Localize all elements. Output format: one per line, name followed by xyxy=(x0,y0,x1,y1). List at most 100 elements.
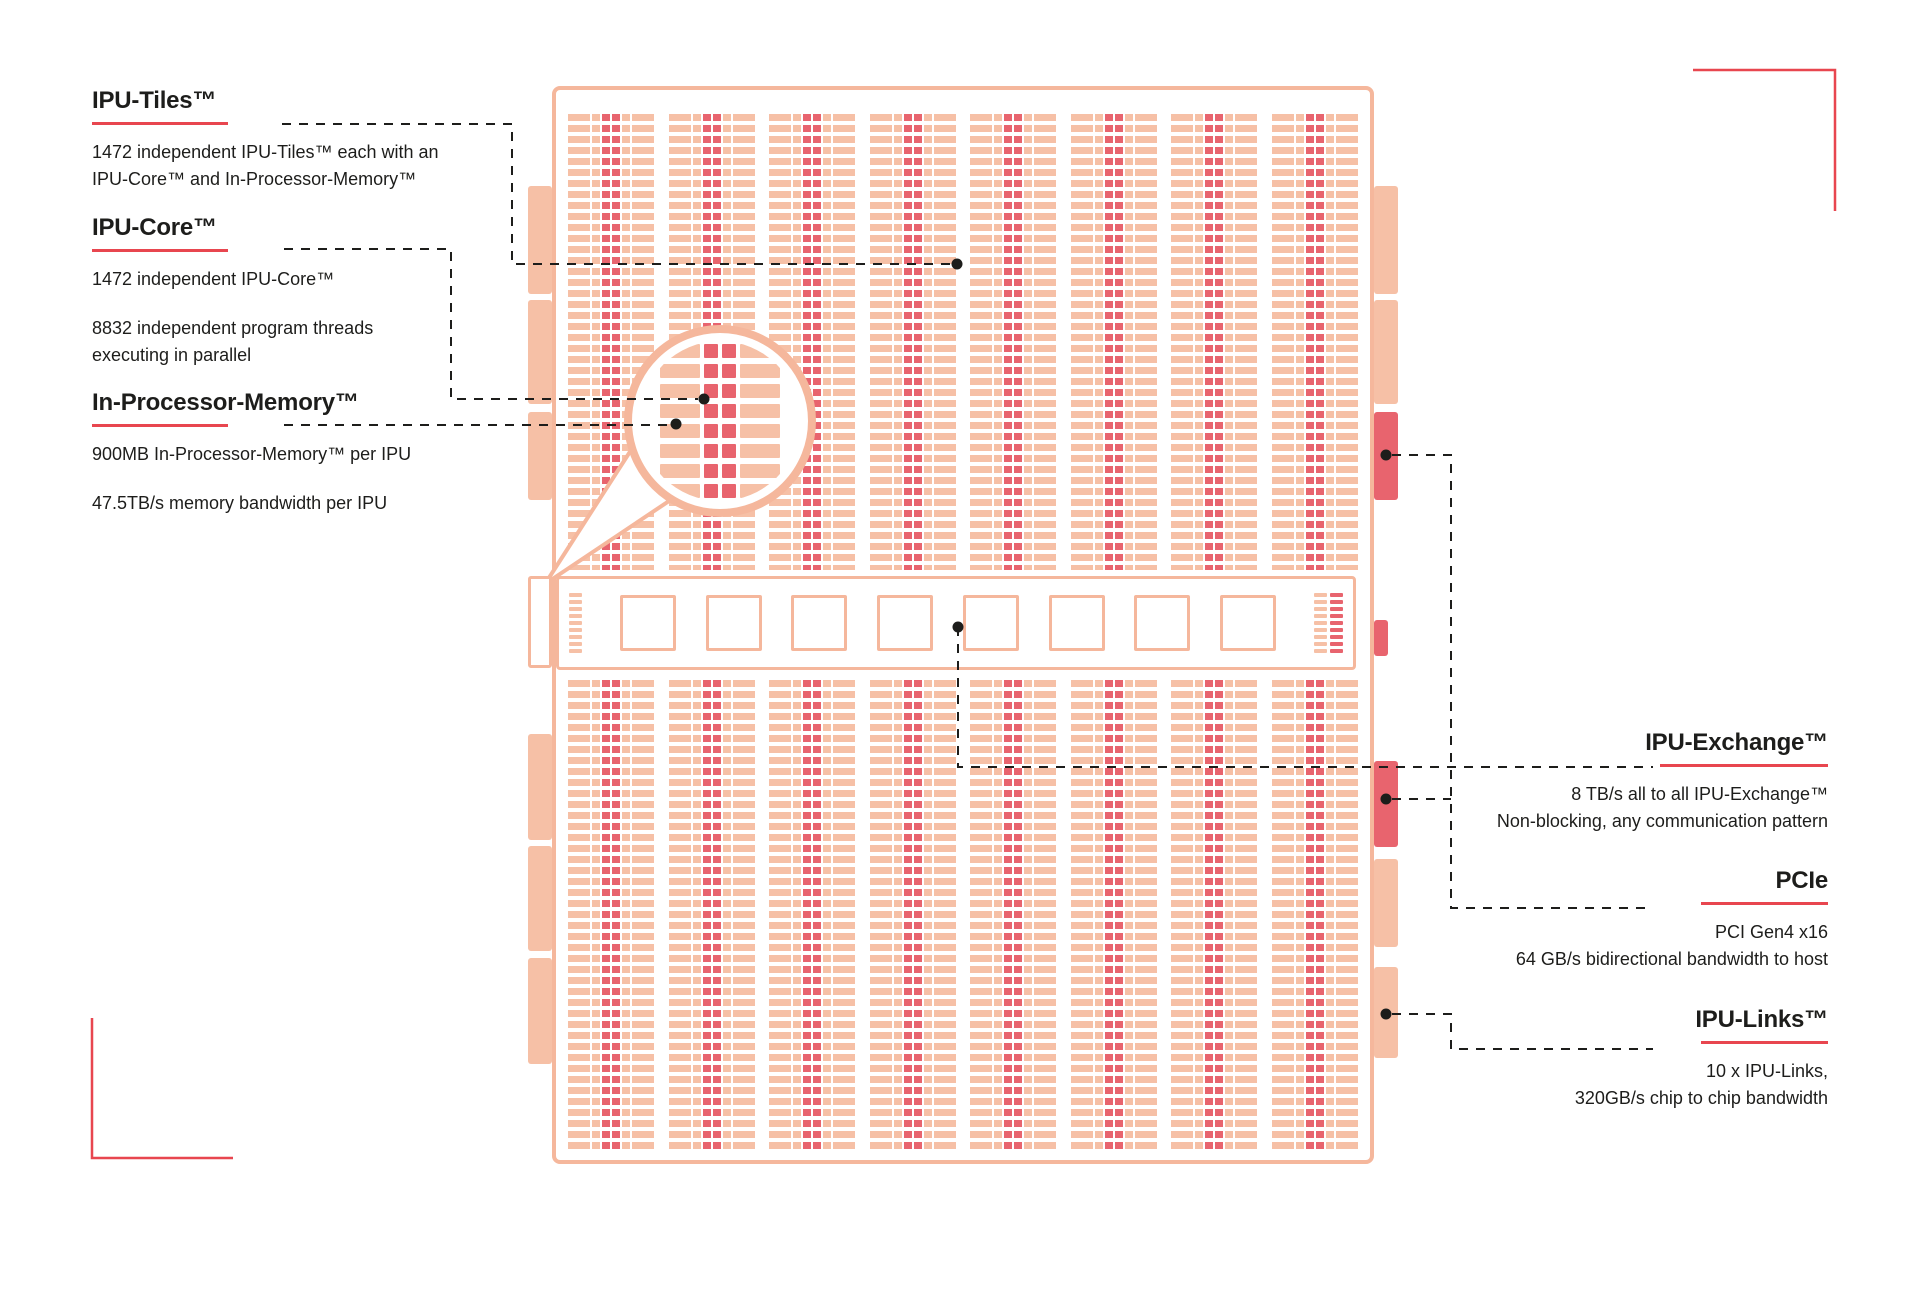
ipu-memory-strip xyxy=(823,114,832,570)
ipu-memory-strip xyxy=(1195,680,1204,1150)
ipu-memory-strip xyxy=(1335,680,1358,1150)
magnified-core-tile xyxy=(704,424,718,438)
exchange-pin xyxy=(569,593,582,597)
ipu-memory-strip xyxy=(1034,114,1057,570)
ipu-memory-strip xyxy=(1094,680,1103,1150)
ipu-memory-strip xyxy=(833,680,856,1150)
magnified-core-tile xyxy=(722,384,736,398)
ipu-memory-strip xyxy=(769,680,792,1150)
tile-column-group xyxy=(1271,680,1358,1150)
exchange-pin xyxy=(1314,614,1327,618)
ipu-core-strip xyxy=(1104,114,1113,570)
ipu-memory-strip xyxy=(994,680,1003,1150)
exchange-pin xyxy=(569,600,582,604)
ipu-memory-strip xyxy=(1325,114,1334,570)
exchange-pin xyxy=(1330,607,1343,611)
exchange-pin xyxy=(1330,600,1343,604)
ipu-tiles-array-bottom xyxy=(568,680,1358,1150)
ipu-links-heading: IPU-Links™ xyxy=(1695,1006,1828,1033)
ipu-memory-strip xyxy=(632,680,654,1150)
magnified-core-tile xyxy=(704,484,718,498)
exchange-left-pins xyxy=(569,593,582,653)
ipu-memory-strip xyxy=(1295,114,1304,570)
ipu-memory-strip xyxy=(622,680,630,1150)
ipu-memory-strip xyxy=(793,680,802,1150)
ipu-core-strip xyxy=(702,680,711,1150)
magnified-memory-bar xyxy=(740,444,780,458)
tile-magnifier xyxy=(624,325,816,517)
exchange-pin xyxy=(1330,614,1343,618)
ipu-core-strip xyxy=(903,114,912,570)
exchange-squares xyxy=(590,579,1306,667)
magnified-tile-row xyxy=(660,424,780,438)
ipu-memory-strip xyxy=(1070,680,1093,1150)
tile-column-group xyxy=(1271,114,1358,570)
ipu-core-strip xyxy=(1114,680,1123,1150)
edge-connector-tab xyxy=(1374,186,1398,294)
annotation-line: 10 x IPU-Links, xyxy=(1705,1061,1828,1081)
magnified-core-tile xyxy=(722,364,736,378)
heading-rule xyxy=(92,122,228,125)
magnified-memory-bar xyxy=(660,384,700,398)
ipu-memory-strip xyxy=(1235,680,1258,1150)
ipu-core-strip xyxy=(1114,114,1123,570)
ipu-memory-strip xyxy=(732,680,755,1150)
ipu-memory-strip xyxy=(1335,114,1358,570)
magnified-memory-bar xyxy=(740,344,780,358)
ipu-memory-strip xyxy=(1195,114,1204,570)
ipu-memory-strip xyxy=(970,680,993,1150)
magnified-memory-bar xyxy=(660,444,700,458)
ipu-core-strip xyxy=(1104,680,1113,1150)
ipu-memory-strip xyxy=(1134,114,1157,570)
magnified-core-tile xyxy=(722,464,736,478)
ipu-memory-strip xyxy=(568,680,590,1150)
ipu-core-strip xyxy=(813,680,822,1150)
exchange-connector-tab xyxy=(1374,412,1398,500)
magnified-core-tile xyxy=(722,424,736,438)
ipu-core-strip xyxy=(913,680,922,1150)
ipu-core-strip xyxy=(1305,114,1314,570)
magnified-core-tile xyxy=(704,464,718,478)
ipu-memory-strip xyxy=(1024,680,1033,1150)
magnified-tile-row xyxy=(660,464,780,478)
ipu-core-strip xyxy=(1305,680,1314,1150)
annotation-line: Non-blocking, any communication pattern xyxy=(1496,811,1828,831)
exchange-pin xyxy=(1330,628,1343,632)
ipu-memory-strip xyxy=(692,680,701,1150)
magnified-core-tile xyxy=(722,444,736,458)
ipu-core-strip xyxy=(602,680,610,1150)
ipu-core-strip xyxy=(1215,680,1224,1150)
ipu-tiles-heading: IPU-Tiles™ xyxy=(92,87,217,114)
tile-column-group xyxy=(1070,114,1157,570)
tile-column-group xyxy=(1070,680,1157,1150)
exchange-square xyxy=(1220,595,1277,651)
exchange-pin xyxy=(1330,621,1343,625)
ipu-core-strip xyxy=(612,680,620,1150)
magnified-memory-bar xyxy=(740,484,780,498)
ipu-core-strip xyxy=(913,114,922,570)
ipu-memory-strip xyxy=(1271,680,1294,1150)
heading-rule xyxy=(92,249,228,252)
ipu-core-strip xyxy=(712,680,721,1150)
annotation-line: 8 TB/s all to all IPU-Exchange™ xyxy=(1571,784,1828,804)
magnified-memory-bar xyxy=(660,484,700,498)
ipu-memory-strip xyxy=(722,680,731,1150)
ipu-core-strip xyxy=(1315,680,1324,1150)
annotation-line: PCI Gen4 x16 xyxy=(1714,922,1828,942)
ipu-core-strip xyxy=(1004,680,1013,1150)
exchange-square xyxy=(1048,595,1105,651)
annotation-ipu-core: IPU-Core™ 1472 independent IPU-Core™ 883… xyxy=(92,215,552,368)
ipu-memory-strip xyxy=(1094,114,1103,570)
ipu-core-strip xyxy=(1014,114,1023,570)
ipu-memory-strip xyxy=(994,114,1003,570)
heading-rule xyxy=(1701,902,1828,905)
ipu-memory-strip xyxy=(923,114,932,570)
tile-column-group xyxy=(1171,680,1258,1150)
edge-connector-tab xyxy=(528,576,552,668)
edge-connector-tab xyxy=(528,958,552,1064)
annotation-line: 900MB In-Processor-Memory™ per IPU xyxy=(92,444,412,464)
exchange-pin xyxy=(1330,635,1343,639)
annotation-line: executing in parallel xyxy=(92,345,252,365)
exchange-pin xyxy=(1314,642,1327,646)
exchange-pin xyxy=(569,607,582,611)
